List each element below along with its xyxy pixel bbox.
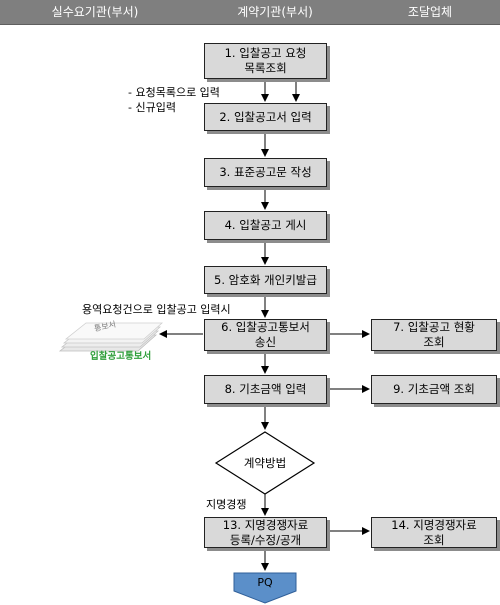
pq-terminal — [233, 572, 297, 604]
step-13-designated-data[interactable]: 13. 지명경쟁자료 등록/수정/공개 — [204, 517, 327, 548]
lane-contract-agency: 계약기관(부서) — [237, 5, 313, 19]
step-14-designated-view[interactable]: 14. 지명경쟁자료 조회 — [371, 517, 497, 548]
step-3-standard-notice[interactable]: 3. 표준공고문 작성 — [204, 158, 327, 187]
step-6-send-notice[interactable]: 6. 입찰공고통보서 송신 — [204, 319, 327, 351]
step-7-notice-status[interactable]: 7. 입찰공고 현황 조회 — [371, 319, 497, 351]
decision-label: 계약방법 — [243, 456, 287, 470]
step-9-base-amount-view[interactable]: 9. 기초금액 조회 — [371, 375, 497, 404]
step-5-private-key[interactable]: 5. 암호화 개인키발급 — [204, 266, 327, 294]
note-service-request: 용역요청건으로 입찰공고 입력시 — [82, 303, 231, 316]
note-request-list-input: - 요청목록으로 입력 — [128, 86, 220, 99]
step-1-request-list[interactable]: 1. 입찰공고 요청 목록조회 — [204, 43, 327, 79]
step-2-notice-input[interactable]: 2. 입찰공고서 입력 — [204, 103, 327, 131]
swimlane-header: 실수요기관(부서) 계약기관(부서) 조달업체 — [0, 0, 500, 25]
note-designated-competition: 지명경쟁 — [206, 498, 247, 511]
lane-supplier: 조달업체 — [407, 5, 453, 19]
pq-label[interactable]: PQ — [257, 576, 273, 589]
document-stack-icon — [58, 322, 164, 352]
note-new-input: - 신규입력 — [128, 101, 176, 114]
step-4-post-notice[interactable]: 4. 입찰공고 게시 — [204, 211, 327, 240]
step-8-base-amount-input[interactable]: 8. 기초금액 입력 — [204, 375, 327, 404]
lane-demand-agency: 실수요기관(부서) — [51, 5, 139, 19]
document-caption: 입찰공고통보서 — [90, 351, 152, 362]
